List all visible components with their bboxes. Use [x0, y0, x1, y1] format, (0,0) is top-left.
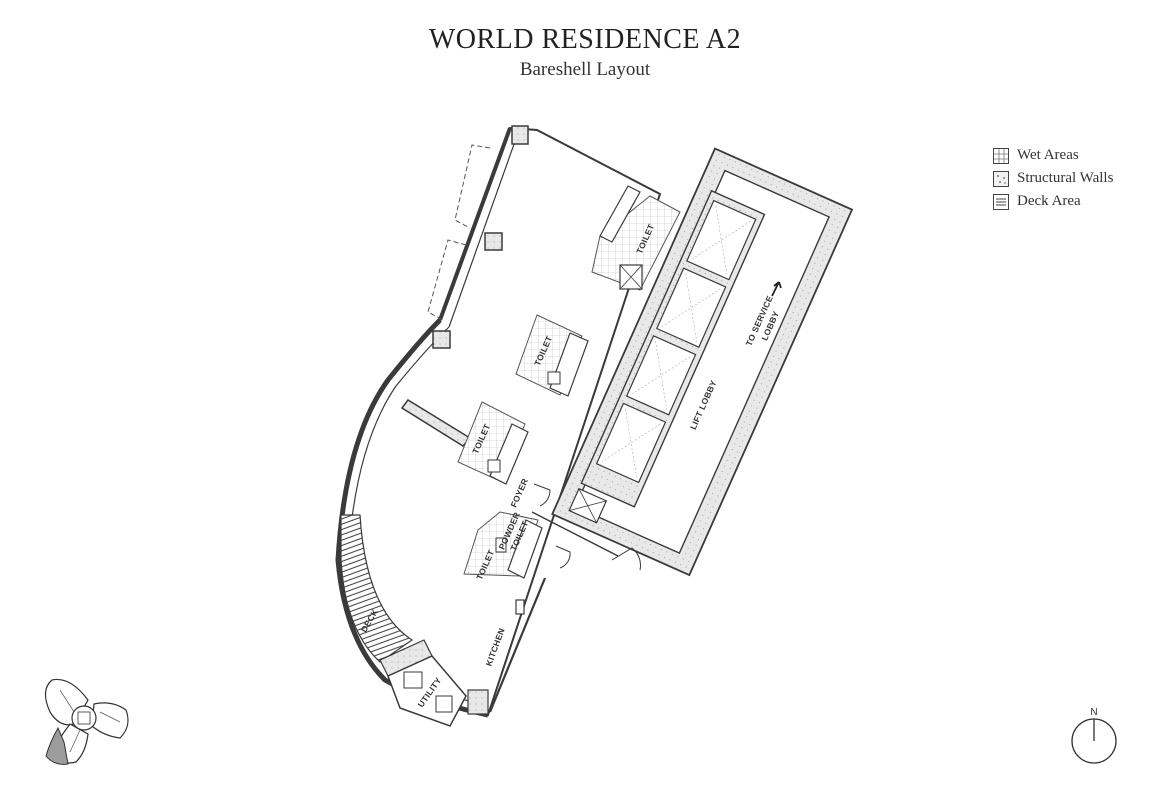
- utility-room: [387, 655, 489, 727]
- legend-item-deck-area: Deck Area: [993, 190, 1113, 213]
- lift-shafts: [595, 199, 757, 484]
- compass-label: N: [1090, 707, 1097, 718]
- balcony-outline: [454, 144, 491, 229]
- legend: Wet Areas Structural Walls Deck Area: [993, 144, 1113, 213]
- legend-item-structural-walls: Structural Walls: [993, 167, 1113, 190]
- wet-area-toilet-1: [591, 185, 681, 291]
- structural-wall-swatch-icon: [993, 170, 1009, 187]
- lift-core: [551, 147, 854, 577]
- north-compass-icon: [1071, 718, 1117, 764]
- legend-label-wet-areas: Wet Areas: [1017, 147, 1079, 163]
- keyplan-highlight: [45, 726, 69, 765]
- legend-label-structural-walls: Structural Walls: [1017, 170, 1114, 186]
- legend-label-deck-area: Deck Area: [1017, 193, 1081, 209]
- wet-area-powder-toilet: [463, 511, 543, 579]
- arrow-up-icon: [771, 281, 782, 297]
- column: [511, 125, 529, 145]
- legend-item-wet-areas: Wet Areas: [993, 144, 1113, 167]
- page-subtitle: Bareshell Layout: [519, 59, 651, 80]
- door-swing: [533, 483, 551, 507]
- deck-area: [340, 514, 414, 663]
- deck-area-swatch-icon: [993, 193, 1009, 210]
- wet-area-toilet-3: [457, 401, 529, 485]
- wet-area-swatch-icon: [993, 147, 1009, 164]
- wet-area-toilet-2: [515, 314, 589, 397]
- page-title: WORLD RESIDENCE A2: [428, 24, 742, 55]
- kitchen-counter: [488, 577, 547, 713]
- key-plan: [44, 678, 129, 765]
